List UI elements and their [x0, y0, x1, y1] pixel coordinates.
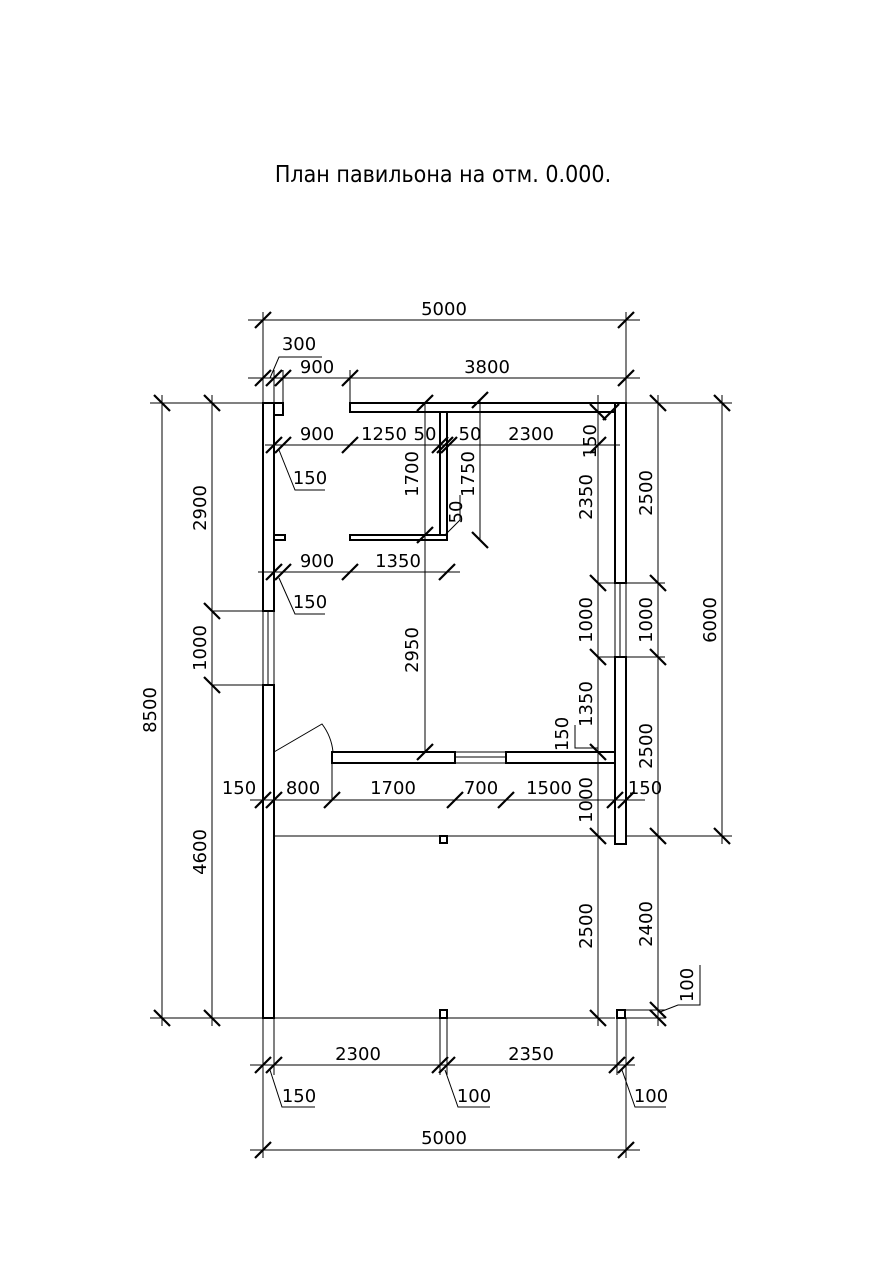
right-wall-lower: [614, 656, 627, 845]
dim-row5-150a: 150: [222, 778, 256, 799]
lower-partition-window: [454, 751, 507, 764]
dim-ri-1350: 1350: [576, 681, 597, 727]
lower-partition-left: [331, 751, 456, 764]
dim-row2-2300: 2300: [508, 424, 554, 445]
dim-bottom-2300: 2300: [335, 1044, 381, 1065]
dim-mid-2950: 2950: [402, 627, 423, 673]
dim-ri-150: 150: [552, 717, 573, 751]
top-wall: [349, 402, 627, 413]
dim-bottom-150: 150: [282, 1086, 316, 1107]
dim-left-2900: 2900: [190, 485, 211, 531]
column-bottom-middle: [439, 1009, 448, 1019]
dim-row2-150: 150: [580, 424, 601, 458]
left-wall-stub: [273, 402, 284, 416]
left-window: [262, 611, 275, 685]
building-walls: [262, 402, 627, 1019]
dim-row2-50a: 50: [414, 424, 437, 445]
dim-top-300: 300: [282, 334, 316, 355]
dim-row5-800: 800: [286, 778, 320, 799]
dim-bottom-2350: 2350: [508, 1044, 554, 1065]
column-bottom-right: [616, 1009, 626, 1019]
partition-stub-left: [273, 534, 286, 541]
left-wall-upper: [262, 402, 275, 612]
dim-leader-150b: 150: [293, 592, 327, 613]
dim-left-8500: 8500: [140, 687, 161, 733]
door-swing: [273, 723, 334, 753]
dim-ro-1000: 1000: [636, 597, 657, 643]
dim-ro-100: 100: [677, 968, 698, 1002]
dim-row2-50b: 50: [459, 424, 482, 445]
dim-ro-2500b: 2500: [636, 723, 657, 769]
lower-partition-right: [505, 751, 616, 764]
column-middle: [439, 835, 448, 844]
dim-ro-2500a: 2500: [636, 470, 657, 516]
dim-v-1750: 1750: [458, 451, 479, 497]
dim-ri-1000b: 1000: [576, 777, 597, 823]
left-wall-lower: [262, 684, 275, 1019]
dim-row5-1500: 1500: [526, 778, 572, 799]
dim-row5-1700: 1700: [370, 778, 416, 799]
dim-leader-150a: 150: [293, 468, 327, 489]
dim-ri-2350: 2350: [576, 474, 597, 520]
partition-wall-horizontal: [349, 534, 448, 541]
dim-left-1000: 1000: [190, 625, 211, 671]
dim-top-900: 900: [300, 357, 334, 378]
dim-leader-50: 50: [446, 501, 467, 524]
dim-bottom-100b: 100: [634, 1086, 668, 1107]
dim-row5-150b: 150: [628, 778, 662, 799]
dimension-lines: [150, 311, 732, 1159]
right-wall-upper: [614, 402, 627, 584]
dimension-labels: 5000 300 900 3800 900 1250 50 50 2300 15…: [140, 299, 721, 1149]
dim-bottom-overall: 5000: [421, 1128, 467, 1149]
dim-top-overall: 5000: [421, 299, 467, 320]
dim-row2-900: 900: [300, 424, 334, 445]
dim-v-1700: 1700: [402, 451, 423, 497]
dim-ro-6000: 6000: [700, 597, 721, 643]
right-window: [614, 583, 627, 657]
dim-row4-900: 900: [300, 551, 334, 572]
dim-row5-700: 700: [464, 778, 498, 799]
dim-row2-1250: 1250: [361, 424, 407, 445]
dim-top-3800: 3800: [464, 357, 510, 378]
drawing-title: План павильона на отм. 0.000.: [275, 162, 611, 188]
dim-left-4600: 4600: [190, 829, 211, 875]
dim-ri-1000a: 1000: [576, 597, 597, 643]
dim-ri-2500: 2500: [576, 903, 597, 949]
dim-row4-1350: 1350: [375, 551, 421, 572]
dim-ro-2400: 2400: [636, 901, 657, 947]
dim-bottom-100a: 100: [457, 1086, 491, 1107]
